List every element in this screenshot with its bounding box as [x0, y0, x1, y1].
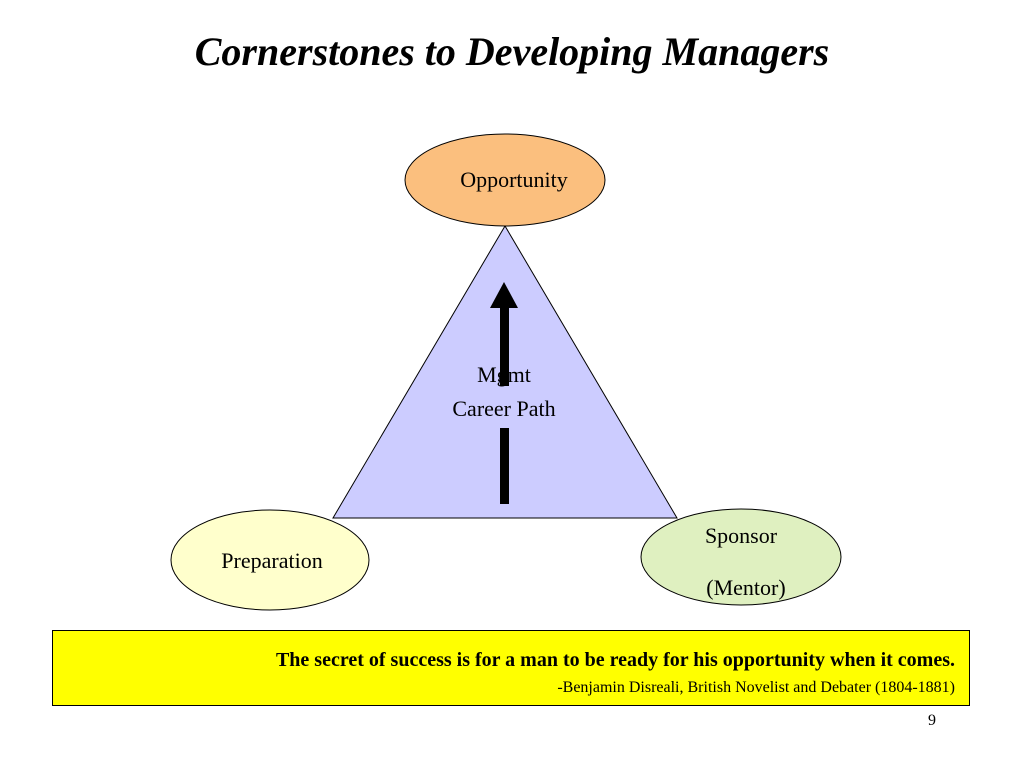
opportunity-node	[404, 133, 606, 227]
quote-box: The secret of success is for a man to be…	[52, 630, 970, 706]
sponsor-label-line2: (Mentor)	[706, 575, 785, 600]
quote-text: The secret of success is for a man to be…	[275, 649, 955, 671]
center-label-line1: Mgmt	[477, 362, 531, 387]
center-label-line2: Career Path	[452, 396, 555, 421]
arrow-shaft-lower	[500, 428, 509, 504]
sponsor-node	[640, 508, 842, 606]
slide-title: Cornerstones to Developing Managers	[194, 29, 830, 74]
sponsor-label-line1: Sponsor	[705, 523, 778, 548]
arrow-shaft-upper	[500, 306, 509, 386]
preparation-node	[170, 509, 370, 611]
quote-attribution: -Benjamin Disreali, British Novelist and…	[557, 679, 955, 696]
opportunity-label: Opportunity	[460, 167, 568, 192]
preparation-label: Preparation	[221, 548, 322, 573]
page-number: 9	[928, 712, 936, 729]
arrow-up-icon	[490, 282, 518, 308]
